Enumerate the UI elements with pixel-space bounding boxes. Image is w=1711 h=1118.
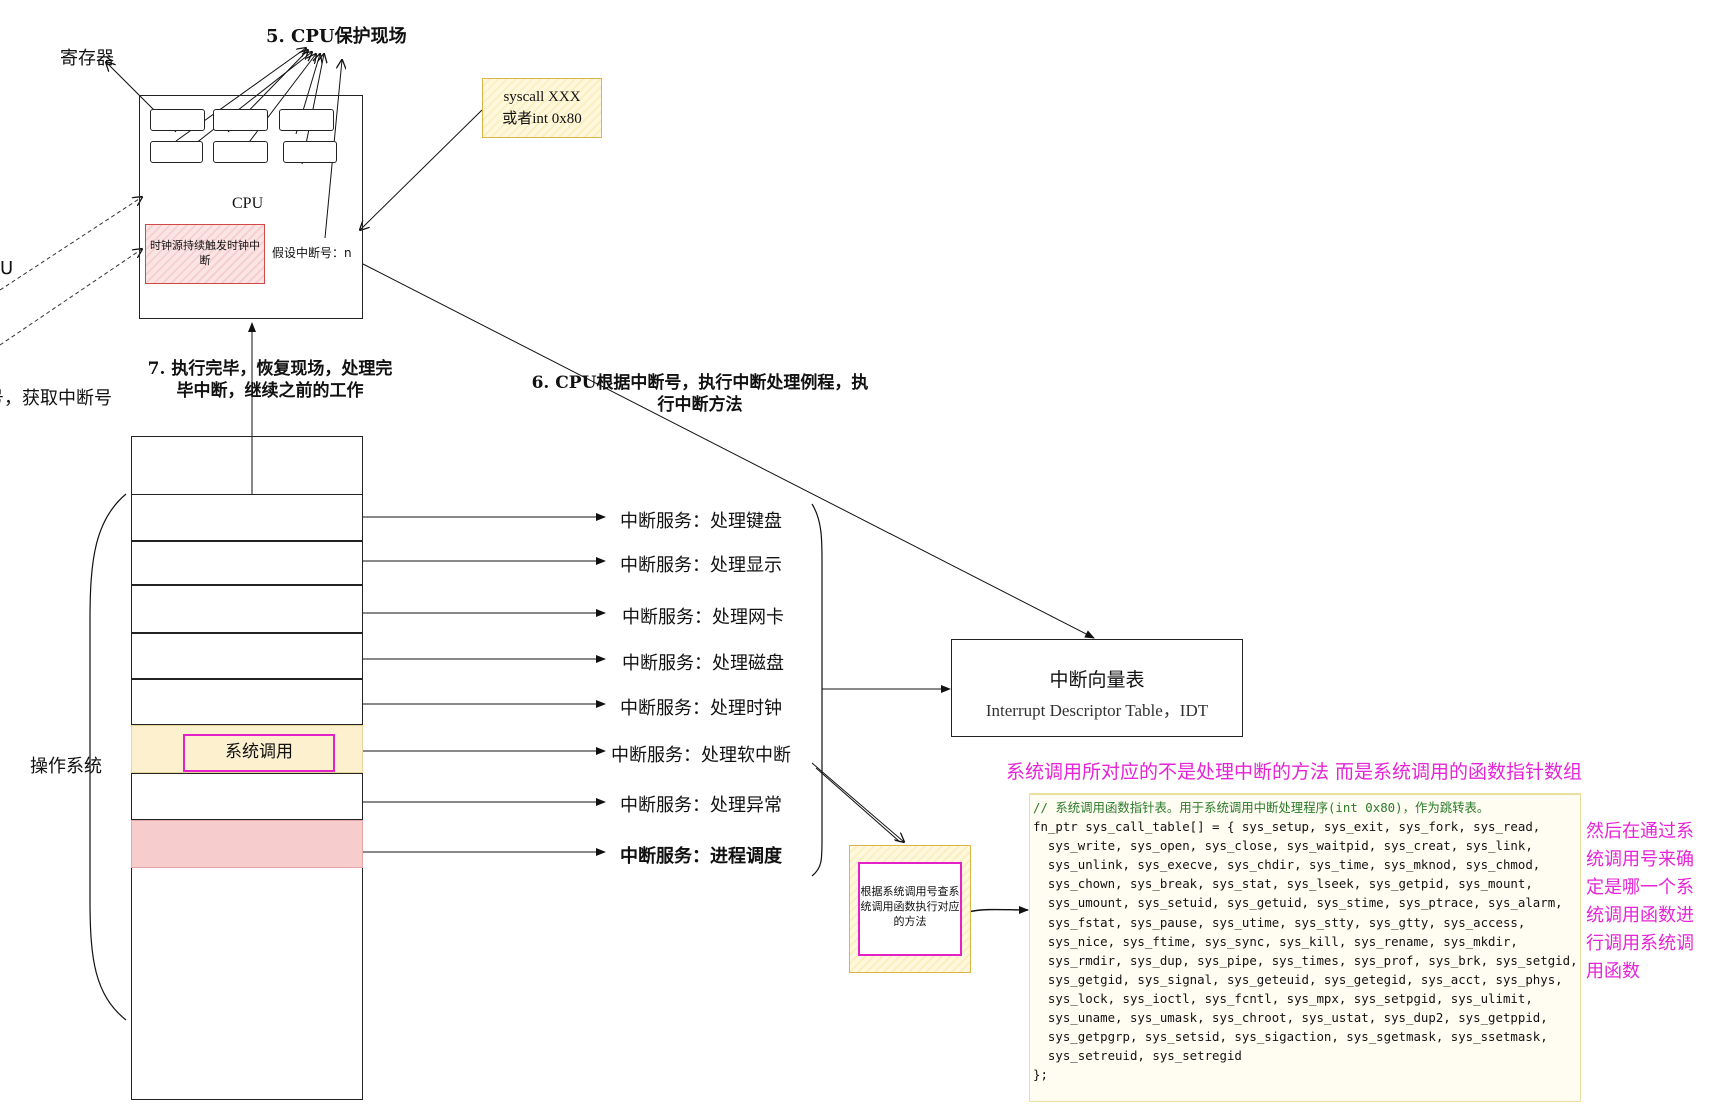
code-comment: // 系统调用函数指针表。用于系统调用中断处理程序(int 0x80)，作为跳转… [1033,800,1490,815]
code-line: sys_getgid, sys_signal, sys_geteuid, sys… [1033,971,1563,987]
memory-cell-display [131,541,363,585]
code-line: sys_unlink, sys_execve, sys_chdir, sys_t… [1033,857,1541,873]
cpu-label: CPU [232,195,264,212]
dashed-line-1 [0,197,142,291]
memory-cell-disk [131,633,363,679]
idt-subtitle: Interrupt Descriptor Table，IDT [985,701,1209,720]
code-line: sys_rmdir, sys_dup, sys_pipe, sys_times,… [1033,952,1578,968]
code-block: // 系统调用函数指针表。用于系统调用中断处理程序(int 0x80)，作为跳转… [1029,793,1581,1102]
code-line: sys_setreuid, sys_setregid [1033,1048,1242,1064]
code-line: sys_chown, sys_break, sys_stat, sys_lsee… [1033,876,1533,892]
register-5 [213,141,268,163]
dashed-line-2 [0,249,142,346]
code-line: sys_umount, sys_setuid, sys_getuid, sys_… [1033,895,1563,911]
service-soft-interrupt: 中断服务：处理软中断 [611,745,791,766]
arrow-lookup-to-code [967,905,1029,914]
service-clock: 中断服务：处理时钟 [620,698,782,719]
idt-box: 中断向量表 Interrupt Descriptor Table，IDT [951,639,1243,737]
register-3 [279,109,334,131]
idt-title: 中断向量表 [1049,669,1145,691]
code-line: sys_nice, sys_ftime, sys_sync, sys_kill,… [1033,933,1518,949]
register-6 [283,141,337,163]
step7-label: 7. 执行完毕，恢复现场，处理完毕中断，继续之前的工作 [147,359,393,401]
assumed-interrupt-label: 假设中断号：n [272,246,352,260]
cropped-text-bottom: 号，获取中断号 [0,388,112,409]
service-network: 中断服务：处理网卡 [622,607,784,628]
register-2 [213,109,268,131]
registers-label: 寄存器 [60,48,114,69]
code-line: fn_ptr sys_call_table[] = { sys_setup, s… [1033,819,1541,835]
service-display: 中断服务：处理显示 [620,555,782,576]
code-line: sys_getpgrp, sys_setsid, sys_sigaction, … [1033,1029,1548,1045]
service-scheduling: 中断服务：进程调度 [620,846,782,867]
syscall-trigger-box: syscall XXX 或者int 0x80 [482,78,602,138]
arrow-syscall-to-cpu [360,109,483,230]
code-line: }; [1033,1067,1048,1083]
memory-cell-syscall [131,725,363,773]
clock-source-box: 时钟源持续触发时钟中断 [145,224,265,284]
code-line: sys_uname, sys_umask, sys_chroot, sys_us… [1033,1010,1548,1026]
service-disk: 中断服务：处理磁盘 [622,653,784,674]
code-line: sys_lock, sys_ioctl, sys_fcntl, sys_mpx,… [1033,990,1533,1006]
syscall-line1: syscall XXX [503,89,581,105]
register-4 [150,141,203,163]
arrow-soft-to-lookup-1 [811,762,904,842]
syscall-line2: 或者int 0x80 [502,111,582,127]
memory-cell-clock [131,679,363,725]
syscall-cell-label: 系统调用 [183,734,335,772]
services-brace [811,503,823,877]
arrow-soft-to-lookup-2 [815,767,901,843]
code-line: sys_write, sys_open, sys_close, sys_wait… [1033,838,1533,854]
memory-cell-exception [131,773,363,820]
register-1 [150,109,205,131]
os-label: 操作系统 [30,756,102,777]
step6-label: 6. CPU根据中断号，执行中断处理例程，执行中断方法 [531,373,869,415]
cropped-text-top: U [0,258,14,279]
cpu-box [139,95,363,319]
step5-label: 5. CPU保护现场 [266,26,407,47]
syscall-lookup-text: 根据系统调用号查系统调用函数执行对应的方法 [858,862,962,956]
os-brace [89,493,127,1021]
arrow-cpu-to-idt [362,263,1095,639]
service-exception: 中断服务：处理异常 [620,795,782,816]
code-line: sys_fstat, sys_pause, sys_utime, sys_stt… [1033,914,1526,930]
service-keyboard: 中断服务：处理键盘 [620,511,782,532]
memory-cell-network [131,585,363,633]
note-syscall-number: 然后在通过系统调用号来确定是哪一个系统调用函数进行调用系统调用函数 [1586,821,1694,982]
memory-cell-keyboard [131,494,363,541]
syscall-lookup-box: 根据系统调用号查系统调用函数执行对应的方法 [849,845,971,973]
memory-cell-scheduling [131,820,363,868]
note-syscall-table: 系统调用所对应的不是处理中断的方法 而是系统调用的函数指针数组 [1006,761,1583,783]
